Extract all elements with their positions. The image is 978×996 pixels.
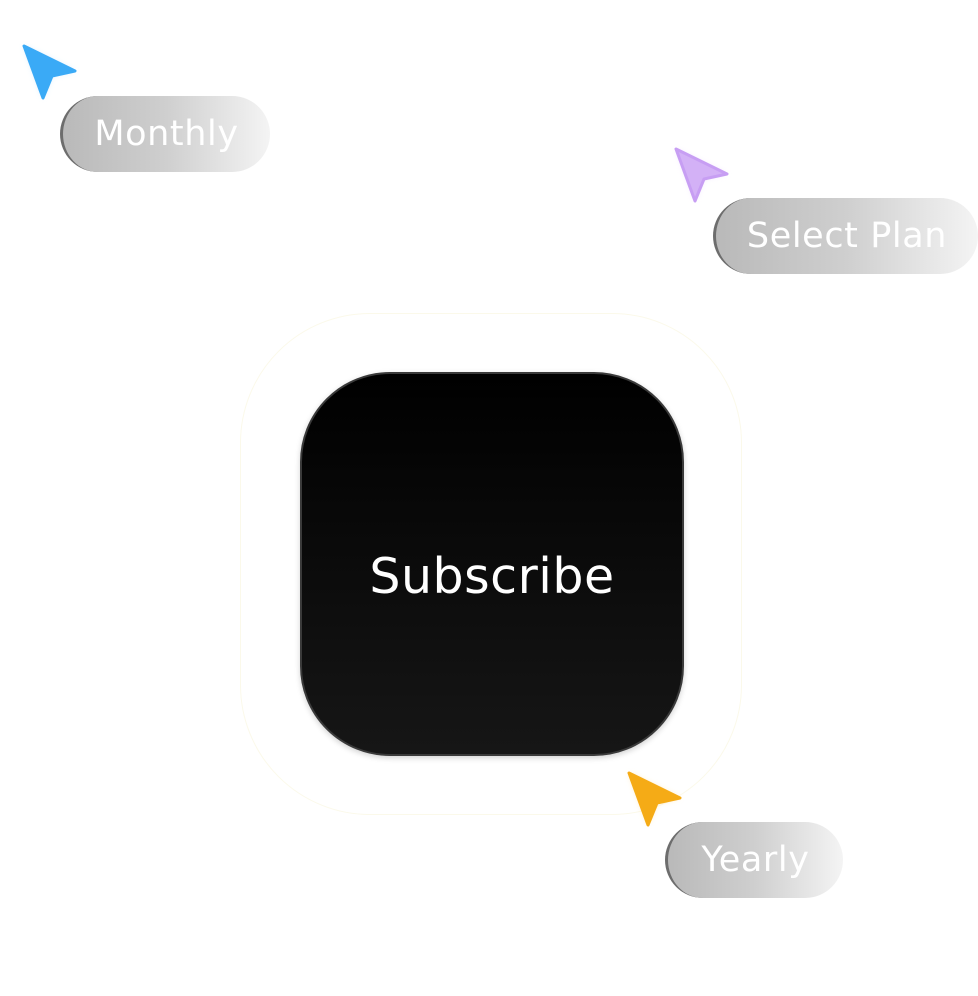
yearly-label: Yearly: [701, 840, 810, 880]
arrow-cursor-icon: [623, 765, 687, 833]
arrow-cursor-icon: [18, 38, 82, 106]
monthly-option-pill[interactable]: Monthly: [60, 96, 270, 172]
select-plan-pill[interactable]: Select Plan: [713, 198, 978, 274]
monthly-label: Monthly: [94, 114, 239, 154]
yearly-option-pill[interactable]: Yearly: [665, 822, 843, 898]
arrow-cursor-icon: [670, 141, 734, 209]
subscribe-button[interactable]: Subscribe: [300, 372, 684, 756]
select-plan-label: Select Plan: [746, 216, 948, 256]
subscribe-button-label: Subscribe: [369, 547, 615, 605]
